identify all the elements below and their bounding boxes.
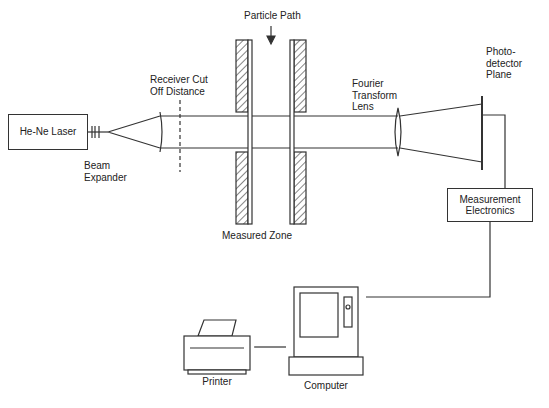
connector [366, 222, 490, 297]
cutoff-label: Receiver Cut Off Distance [150, 74, 220, 97]
cutoff-line [179, 100, 180, 172]
received-light [400, 104, 482, 162]
computer-base [289, 357, 363, 375]
signal-wire [483, 115, 505, 188]
photodetector [481, 96, 483, 170]
flow-label: Particle Path [244, 10, 304, 22]
node-text: Printer [180, 376, 254, 387]
beam [160, 115, 398, 116]
part-label: Beam Expander [84, 160, 134, 183]
monitor [294, 287, 358, 357]
connector [254, 346, 286, 347]
printer-icon-drawing [180, 318, 254, 376]
printer-body [184, 336, 250, 370]
screen [300, 293, 338, 337]
detector-label: Photo-detector Plane [486, 46, 544, 81]
node-text: Measurement Electronics [454, 194, 526, 217]
node-text: Computer [286, 380, 366, 391]
computer-icon-drawing [286, 285, 366, 380]
measured-zone-walls [236, 40, 306, 224]
expanding-beam [108, 116, 160, 148]
node-text: He-Ne Laser [20, 126, 77, 138]
drive-button [346, 305, 350, 309]
computer-icon: Computer [286, 285, 366, 391]
printer-icon: Printer [180, 318, 254, 387]
printer-slot [190, 347, 244, 348]
laser-box: He-Ne Laser [8, 114, 88, 150]
lens-label: Fourier Transform Lens [352, 78, 404, 113]
printer-paper [198, 320, 236, 336]
collimating-lens [160, 112, 162, 152]
printer-base [188, 370, 246, 374]
drive-slot [344, 297, 352, 327]
electronics-box: Measurement Electronics [447, 188, 533, 222]
zone-label: Measured Zone [222, 230, 302, 242]
fourier-lens [395, 108, 401, 156]
